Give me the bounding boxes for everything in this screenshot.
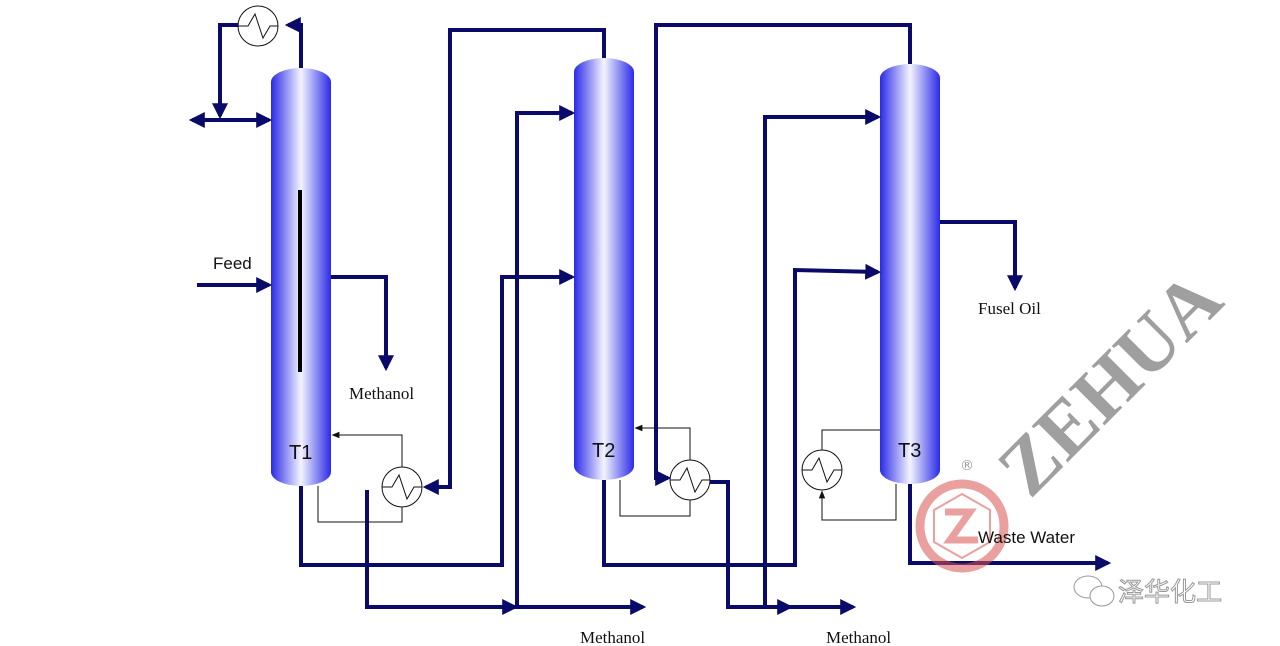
- methanol-product-pipe-1: [365, 490, 647, 615]
- t3-reflux-pipe: [763, 109, 882, 607]
- t3-overhead-pipe: [654, 23, 912, 486]
- t1-bottoms-pipe: [299, 269, 576, 567]
- column-t3: [880, 64, 940, 484]
- condenser-icon: [237, 5, 279, 47]
- column-tag-t3: T3: [898, 440, 921, 462]
- reboiler-t1-icon: [381, 466, 423, 508]
- watermark-brand: ZEHUA: [981, 254, 1239, 512]
- fusel-oil-label: Fusel Oil: [978, 299, 1041, 318]
- column-t2: [574, 58, 634, 480]
- column-tag-t2: T2: [592, 440, 615, 462]
- wechat-icon: [1073, 575, 1115, 607]
- reboiler-t2-icon: [669, 459, 711, 501]
- waste-water-label: Waste Water: [978, 528, 1075, 547]
- zehua-logo: [915, 479, 1009, 573]
- t2-reflux-pipe: [515, 105, 576, 607]
- reboiler-t3-icon: [801, 449, 843, 491]
- methanol-label-t1: Methanol: [349, 384, 414, 403]
- t1-overhead-pipes: [188, 17, 303, 128]
- methanol-label-t3: Methanol: [826, 628, 891, 646]
- methanol-product-pipe-2: [710, 480, 857, 615]
- column-t1: [271, 68, 331, 486]
- t2-overhead-pipe: [422, 28, 606, 495]
- feed-label: Feed: [213, 254, 252, 273]
- t2-bottoms-pipe: [602, 263, 882, 567]
- registered-mark: ®: [960, 458, 974, 474]
- wechat-account-name: 泽华化工: [1118, 578, 1222, 608]
- waste-water-pipe: [908, 484, 1112, 571]
- t1-methanol-pipe: [331, 275, 394, 372]
- methanol-label-t2: Methanol: [580, 628, 645, 646]
- fusel-oil-pipe: [940, 220, 1023, 292]
- column-tag-t1: T1: [289, 442, 312, 464]
